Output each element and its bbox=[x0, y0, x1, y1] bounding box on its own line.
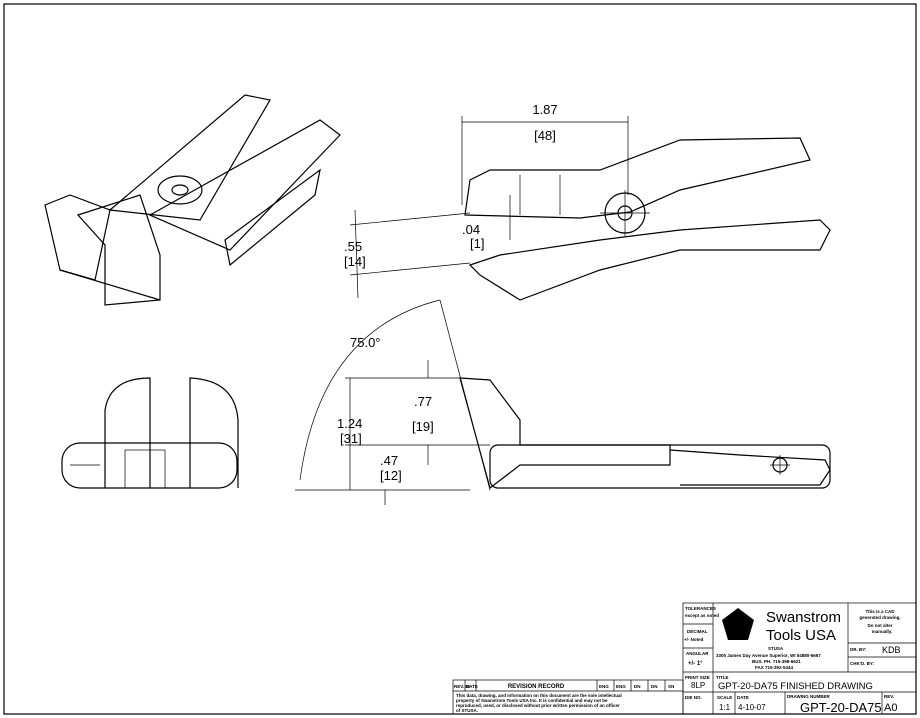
dr-by-label: DR. BY: bbox=[850, 647, 867, 652]
front-view bbox=[61, 377, 239, 489]
dim-opening-mm: [14] bbox=[344, 254, 366, 269]
address: 3300 James Day Avenue Superior, WI 54880… bbox=[716, 653, 821, 658]
rev-header-eng2: ENG bbox=[616, 684, 626, 689]
die-no-label: DIE NO. bbox=[685, 695, 702, 700]
decimal-label: DECIMAL bbox=[687, 629, 708, 634]
dim-gap-mm: [1] bbox=[470, 236, 484, 251]
dim-angle: 75.0° bbox=[350, 335, 381, 350]
title-label: TITLE bbox=[716, 675, 729, 680]
cad-note-1: This is a CAD bbox=[865, 609, 895, 614]
date-value: 4-10-07 bbox=[738, 703, 766, 712]
revision-block bbox=[452, 679, 684, 715]
dim-height-in: 1.24 bbox=[337, 416, 362, 431]
cad-note-2: generated drawing. bbox=[859, 615, 900, 620]
tolerances-sub: except as noted bbox=[685, 613, 719, 618]
side-view bbox=[295, 299, 831, 505]
notice-line-4: of STUSA. bbox=[456, 708, 478, 713]
company-line1: Swanstrom bbox=[766, 609, 841, 626]
dr-by-value: KDB bbox=[882, 645, 901, 655]
scale-value: 1:1 bbox=[719, 703, 731, 712]
tolerances-label: TOLERANCES bbox=[685, 606, 716, 611]
top-view bbox=[349, 116, 831, 301]
angular-value: +/- 1° bbox=[688, 661, 703, 667]
rev-header-sn: SN bbox=[668, 684, 674, 689]
rev-header-dn1: DN bbox=[634, 684, 641, 689]
dim-width-mm: [48] bbox=[534, 128, 556, 143]
drawing-number-label: DRAWING NUMBER bbox=[787, 694, 830, 699]
rev-label: REV. bbox=[884, 694, 894, 699]
date-label: DATE bbox=[737, 695, 749, 700]
brand-small: STUSA bbox=[768, 646, 784, 651]
angular-label: ANGULAR bbox=[686, 651, 709, 656]
rev-header-record: REVISION RECORD bbox=[508, 684, 565, 690]
dim-gap-in: .04 bbox=[462, 222, 480, 237]
rev-value: A0 bbox=[884, 702, 897, 714]
company-line2: Tools USA bbox=[766, 627, 836, 644]
rev-header-eng1: ENG bbox=[599, 684, 609, 689]
title-value: GPT-20-DA75 FINISHED DRAWING bbox=[718, 681, 873, 692]
decimal-value: +/- Noted bbox=[684, 637, 704, 642]
print-size-value: 8LP bbox=[691, 681, 705, 690]
rev-header-id: REV. ID bbox=[454, 684, 471, 689]
chkd-by-label: CHK'D. BY: bbox=[850, 661, 874, 666]
isometric-view bbox=[44, 94, 341, 306]
scale-label: SCALE bbox=[717, 695, 732, 700]
cad-note-4: manually. bbox=[872, 629, 892, 634]
dim-upper-in: .77 bbox=[414, 394, 432, 409]
dim-height-mm: [31] bbox=[340, 431, 362, 446]
rev-header-date: DATE bbox=[466, 684, 478, 689]
cad-note-3: Do not alter bbox=[867, 623, 892, 628]
dim-upper-mm: [19] bbox=[412, 419, 434, 434]
company-logo-pentagon bbox=[722, 608, 754, 640]
print-size-label: PRINT SIZE bbox=[685, 675, 710, 680]
dim-lower-mm: [12] bbox=[380, 468, 402, 483]
rev-header-dn2: DN bbox=[651, 684, 658, 689]
dim-width-in: 1.87 bbox=[532, 102, 557, 117]
fax: FAX 715-392-5344 bbox=[755, 665, 794, 670]
notice-line-2: property of Swanstrom Tools USA Inc. It … bbox=[456, 698, 608, 703]
notice-line-3: reproduced, used, or disclosed without p… bbox=[456, 703, 620, 708]
title-block bbox=[682, 602, 917, 715]
phone: BUS. PH. 715-398-6621 bbox=[752, 659, 801, 664]
sheet-border bbox=[3, 3, 917, 715]
notice-line-1: This data, drawing, and information on t… bbox=[456, 693, 622, 698]
dim-lower-in: .47 bbox=[380, 453, 398, 468]
dim-opening-in: .55 bbox=[344, 239, 362, 254]
drawing-number-value: GPT-20-DA75 bbox=[800, 700, 882, 715]
